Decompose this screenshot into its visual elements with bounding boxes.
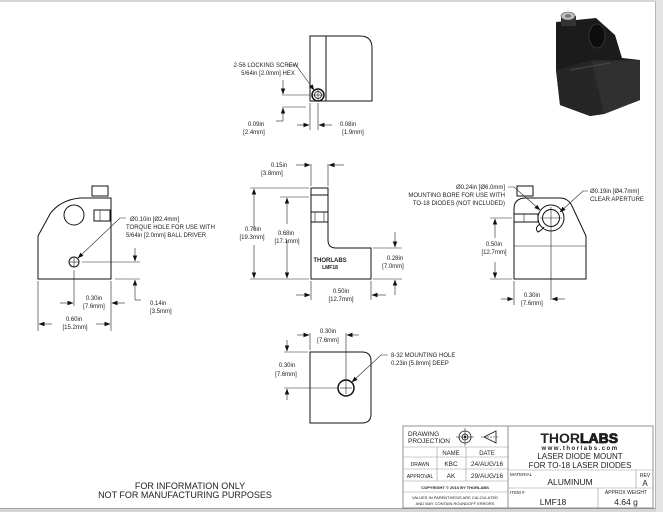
right-dim-width-in: 0.30in <box>524 293 540 299</box>
rev-label: REV <box>640 473 651 479</box>
third-angle-projection-icon <box>456 428 499 446</box>
drawn-date: 24/AUG/16 <box>471 461 504 468</box>
bottom-dim-y-in: 0.30in <box>279 363 295 369</box>
bottom-dim-y-mm: [7.6mm] <box>275 372 297 378</box>
left-dim-width-in: 0.60in <box>66 317 82 323</box>
brand-thor: THOR <box>540 430 580 446</box>
left-view: Ø0.10in [Ø2.4mm] TORQUE HOLE FOR USE WIT… <box>37 185 215 331</box>
title-line2: FOR TO-18 LASER DIODES <box>529 461 632 470</box>
bore-callout-line3: TO-18 DIODES (NOT INCLUDED) <box>413 201 505 207</box>
material-label: MATERIAL <box>510 472 533 477</box>
left-dim-width-mm: [15.2mm] <box>62 325 87 331</box>
drawn-name: KBC <box>444 461 458 468</box>
title-line1: LASER DIODE MOUNT <box>537 452 622 461</box>
weight-value: 4.64 g <box>614 497 638 507</box>
col-date-header: DATE <box>479 451 495 457</box>
projection-label-line1: DRAWING <box>408 431 439 438</box>
copyright: COPYRIGHT © 2016 BY THORLABS <box>421 485 489 490</box>
col-name-header: NAME <box>442 451 459 457</box>
screw-callout-line1: 2-56 LOCKING SCREW <box>234 63 299 69</box>
front-view: THORLABS LMF18 0.15in [3.8mm] 0.76in [19… <box>239 162 404 303</box>
front-dim-inner-h-mm: [17.1mm] <box>274 239 299 245</box>
item-label: ITEM # <box>510 490 525 495</box>
rev-value: A <box>642 479 648 488</box>
left-dim-height-mm: [3.5mm] <box>150 309 172 315</box>
bore-callout-line1: Ø0.24in [Ø6.0mm] <box>456 185 505 191</box>
disclaimer-line2: NOT FOR MANUFACTURING PURPOSES <box>98 490 272 500</box>
drawing-sheet <box>0 2 656 509</box>
approval-label: APPROVAL <box>407 474 434 480</box>
weight-label: APPROX WEIGHT <box>605 490 647 496</box>
bottom-dim-x-mm: [7.6mm] <box>317 338 339 344</box>
thorlabs-logo: THOR LABS <box>540 430 618 447</box>
bore-callout-line2: MOUNTING BORE FOR USE WITH <box>408 193 505 199</box>
projection-label-line2: PROJECTION <box>408 438 450 445</box>
engraving-part: LMF18 <box>322 265 338 271</box>
bottom-view: 8-32 MOUNTING HOLE 0.23in [5.8mm] DEEP 0… <box>275 329 455 424</box>
top-dim-left-mm: [2.4mm] <box>243 130 265 136</box>
front-dim-base-h-mm: [7.0mm] <box>382 264 404 270</box>
title-block: DRAWING PROJECTION NAME DATE DRAWN KBC 2… <box>402 425 654 509</box>
mounting-hole-line1: 8-32 MOUNTING HOLE <box>391 353 455 359</box>
mounting-hole-line2: 0.23in [5.8mm] DEEP <box>391 361 449 367</box>
right-dim-height-in: 0.50in <box>486 242 502 248</box>
disclaimer-line1: FOR INFORMATION ONLY <box>135 481 245 491</box>
drawn-label: DRAWN <box>411 462 430 468</box>
torque-hole-line1: Ø0.10in [Ø2.4mm] <box>130 217 179 223</box>
top-dim-right-mm: [1.9mm] <box>342 130 364 136</box>
brand-labs: LABS <box>580 430 618 446</box>
material-value: ALUMINUM <box>547 477 592 487</box>
aperture-callout-line2: CLEAR APERTURE <box>590 197 644 203</box>
front-dim-total-h-in: 0.76in <box>245 227 261 233</box>
left-dim-inner-mm: [7.6mm] <box>83 304 105 310</box>
left-dim-height-in: 0.14in <box>150 301 166 307</box>
isometric-product-render: THORLABS <box>556 11 640 116</box>
approval-name: AK <box>447 473 456 480</box>
screw-callout-line2: 5/64in [2.0mm] HEX <box>241 71 295 77</box>
front-dim-top-in: 0.15in <box>271 163 287 169</box>
top-dim-left-in: 0.09in <box>248 122 264 128</box>
left-dim-inner-in: 0.30in <box>86 296 102 302</box>
torque-hole-line2: TORQUE HOLE FOR USE WITH <box>126 225 215 231</box>
engraving-brand: THORLABS <box>313 258 346 264</box>
front-dim-total-h-mm: [19.3mm] <box>239 235 264 241</box>
right-view: Ø0.24in [Ø6.0mm] MOUNTING BORE FOR USE W… <box>408 185 644 307</box>
front-dim-width-in: 0.50in <box>333 289 349 295</box>
front-dim-width-mm: [12.7mm] <box>328 297 353 303</box>
right-dim-height-mm: [12.7mm] <box>481 250 506 256</box>
front-dim-top-mm: [3.8mm] <box>261 171 283 177</box>
approval-date: 29/AUG/16 <box>471 473 504 480</box>
torque-hole-line3: 5/64in [2.0mm] BALL DRIVER <box>126 233 207 239</box>
values-note-line1: VALUES IN PARENTHESIS ARE CALCULATED <box>412 495 498 500</box>
front-dim-inner-h-in: 0.68in <box>278 231 294 237</box>
viewer-scroll-edge[interactable] <box>656 0 663 512</box>
top-dim-right-in: 0.08in <box>340 122 356 128</box>
top-view: 2-56 LOCKING SCREW 5/64in [2.0mm] HEX 0.… <box>234 35 373 136</box>
aperture-callout-line1: Ø0.19in [Ø4.7mm] <box>590 189 639 195</box>
right-dim-width-mm: [7.6mm] <box>521 301 543 307</box>
bottom-dim-x-in: 0.30in <box>320 329 336 335</box>
brand-website: www.thorlabs.com <box>540 446 618 452</box>
values-note-line2: AND MAY CONTAIN ROUNDOFF ERRORS <box>416 501 495 506</box>
item-value: LMF18 <box>540 497 567 507</box>
front-dim-base-h-in: 0.28in <box>387 256 403 262</box>
